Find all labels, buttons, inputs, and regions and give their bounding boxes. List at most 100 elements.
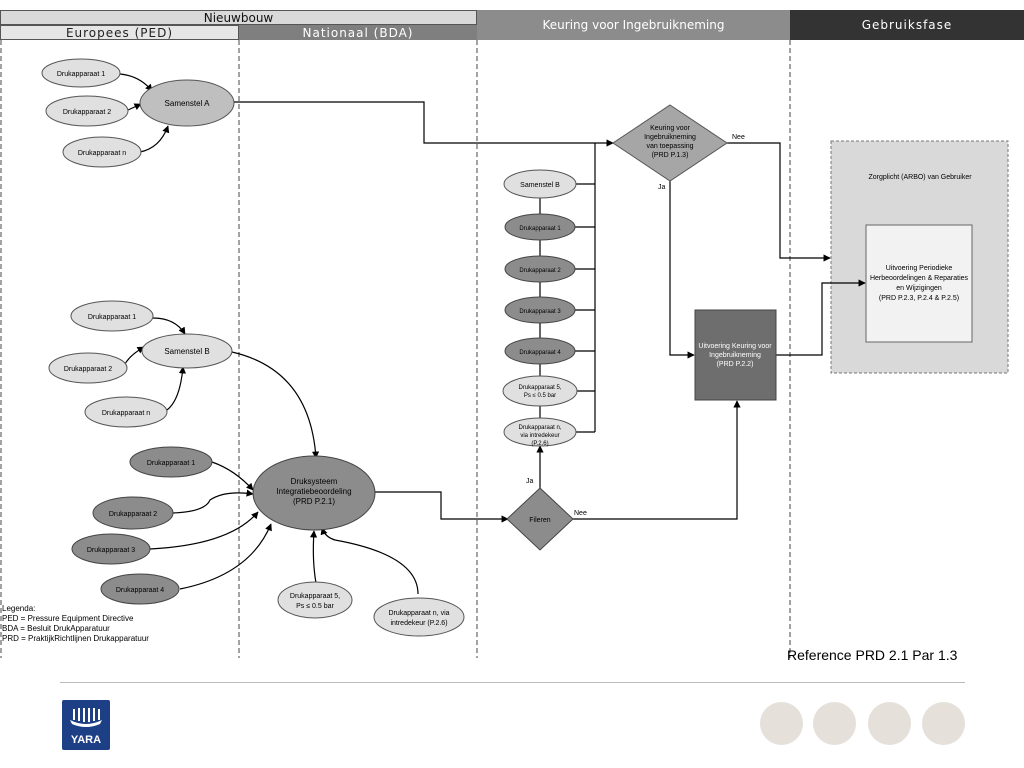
legend-prd: PRD = PraktijkRichtlijnen Drukapparatuur bbox=[2, 634, 149, 643]
label-c-drukapparaat-4: Drukapparaat 4 bbox=[116, 587, 164, 594]
uitvoering-periodiek-label-2: Herbeoordelingen & Reparaties bbox=[870, 275, 969, 282]
decision-keuring-ja: Ja bbox=[658, 184, 666, 191]
decorative-dot-2 bbox=[813, 702, 856, 745]
label-k-drukapparaat-5-l2: Ps ≤ 0.5 bar bbox=[524, 393, 556, 399]
label-samenstel-a: Samenstel A bbox=[165, 99, 211, 108]
ellipse-a-drukapparaat-n bbox=[62, 136, 142, 168]
uitvoering-keuring-l3: (PRD P.2.2) bbox=[717, 361, 754, 368]
header-keuring: Keuring voor Ingebruikneming bbox=[477, 10, 790, 40]
decision-keuring-l1: Keuring voor bbox=[650, 125, 690, 132]
label-c-drukapparaat-2: Drukapparaat 2 bbox=[109, 511, 157, 518]
uitvoering-periodiek-label-3: en Wijzigingen bbox=[896, 285, 942, 292]
lane-dividers bbox=[0, 40, 791, 658]
arrow-bn-samenstel bbox=[166, 366, 186, 411]
label-druksysteem-l2: Integratiebeoordeling bbox=[276, 487, 351, 496]
legend-bda: BDA = Besluit DrukApparatuur bbox=[2, 624, 110, 633]
keuring-column-collector bbox=[575, 143, 596, 433]
zorgplicht-title: Zorgplicht (ARBO) van Gebruiker bbox=[868, 174, 972, 181]
ellipse-samenstel-a bbox=[139, 79, 235, 127]
ellipse-b-drukapparaat-1 bbox=[70, 300, 154, 332]
decision-fileren-label: Fileren bbox=[529, 517, 551, 524]
arrow-a2-samenstel bbox=[127, 103, 142, 111]
yara-logo: YARA bbox=[62, 700, 110, 750]
decorative-dot-1 bbox=[760, 702, 803, 745]
label-a-drukapparaat-n: Drukapparaat n bbox=[78, 150, 126, 157]
label-c-drukapparaat-n-l1: Drukapparaat n, via bbox=[388, 610, 449, 617]
label-b-drukapparaat-2: Drukapparaat 2 bbox=[64, 366, 112, 373]
arrow-keuring-periodiek bbox=[776, 279, 866, 356]
label-c-drukapparaat-5-l1: Drukapparaat 5, bbox=[290, 593, 340, 600]
arrow-c2-druksysteem bbox=[171, 489, 254, 514]
arrow-cn-druksysteem bbox=[320, 527, 419, 595]
decision-keuring-l3: van toepassing bbox=[646, 143, 693, 150]
arrow-c5-druksysteem bbox=[309, 530, 318, 584]
ellipse-a-drukapparaat-2 bbox=[45, 95, 129, 127]
arrow-samenstel-b-druksysteem bbox=[231, 351, 320, 459]
ellipse-k-drukapparaat-3 bbox=[504, 296, 576, 324]
ellipse-samenstel-b bbox=[141, 333, 233, 369]
label-druksysteem-l3: (PRD P.2.1) bbox=[293, 497, 335, 506]
ellipse-k-drukapparaat-5 bbox=[502, 375, 578, 407]
arrow-c4-druksysteem bbox=[179, 523, 272, 590]
decision-fileren bbox=[506, 487, 574, 551]
ellipse-k-drukapparaat-n bbox=[503, 417, 577, 447]
arrow-samenstel-a-decision bbox=[234, 101, 614, 147]
ellipse-a-drukapparaat-1 bbox=[41, 58, 121, 88]
arrow-a1-samenstel bbox=[119, 73, 153, 92]
decision-fileren-ja: Ja bbox=[526, 478, 534, 485]
arrow-b2-samenstel bbox=[124, 346, 145, 365]
header-gebruiksfase: Gebruiksfase bbox=[790, 10, 1024, 40]
reference-text: Reference PRD 2.1 Par 1.3 bbox=[787, 647, 958, 663]
label-druksysteem-l1: Druksysteem bbox=[291, 477, 338, 486]
label-a-drukapparaat-2: Drukapparaat 2 bbox=[63, 109, 111, 116]
ellipse-c-drukapparaat-n bbox=[373, 597, 465, 637]
uitvoering-keuring-l1: Uitvoering Keuring voor bbox=[698, 343, 772, 350]
label-k-drukapparaat-2: Drukapparaat 2 bbox=[519, 268, 561, 274]
arrow-b1-samenstel bbox=[152, 317, 186, 335]
ellipse-c-drukapparaat-4 bbox=[100, 573, 180, 605]
viking-ship-icon bbox=[70, 708, 102, 727]
label-k-drukapparaat-4: Drukapparaat 4 bbox=[519, 350, 561, 356]
ellipse-k-drukapparaat-4 bbox=[504, 337, 576, 365]
label-k-drukapparaat-n-l2: via intredekeur bbox=[520, 433, 559, 439]
label-k-drukapparaat-n-l1: Drukapparaat n, bbox=[518, 425, 561, 431]
decision-keuring bbox=[612, 104, 728, 182]
connectors bbox=[119, 73, 866, 595]
header-nieuwbouw: Nieuwbouw bbox=[0, 10, 477, 25]
label-b-drukapparaat-1: Drukapparaat 1 bbox=[88, 314, 136, 321]
arrow-fileren-nee bbox=[573, 400, 741, 520]
ellipse-b-drukapparaat-n bbox=[84, 396, 168, 428]
legend: Legenda: PED = Pressure Equipment Direct… bbox=[2, 604, 149, 644]
label-a-drukapparaat-1: Drukapparaat 1 bbox=[57, 71, 105, 78]
label-k-drukapparaat-5-l1: Drukapparaat 5, bbox=[518, 385, 561, 391]
ellipse-c-drukapparaat-5 bbox=[277, 581, 353, 619]
lane-europees: Europees (PED) bbox=[0, 25, 239, 40]
uitvoering-keuring-l2: Ingebruikneming bbox=[709, 352, 761, 359]
ellipse-b-drukapparaat-2 bbox=[48, 352, 128, 384]
label-k-drukapparaat-1: Drukapparaat 1 bbox=[519, 226, 561, 232]
label-c-drukapparaat-n-l2: intredekeur (P.2.6) bbox=[390, 620, 447, 627]
label-k-drukapparaat-n-l3: (P.2.6) bbox=[531, 441, 548, 447]
arrow-c1-druksysteem bbox=[211, 461, 254, 491]
logo-text: YARA bbox=[70, 734, 102, 746]
legend-title: Legenda: bbox=[2, 604, 36, 613]
decorative-dot-4 bbox=[922, 702, 965, 745]
label-samenstel-b: Samenstel B bbox=[164, 347, 209, 356]
flow-diagram: Zorgplicht (ARBO) van Gebruiker Uitvoeri… bbox=[0, 40, 1009, 658]
ellipse-k-samenstel-b bbox=[503, 169, 577, 199]
ellipse-druksysteem bbox=[252, 455, 376, 531]
label-c-drukapparaat-5-l2: Ps ≤ 0.5 bar bbox=[296, 603, 334, 610]
arrow-c3-druksysteem bbox=[149, 511, 259, 550]
label-k-samenstel-b: Samenstel B bbox=[520, 182, 560, 189]
decision-keuring-nee: Nee bbox=[732, 134, 745, 141]
arrow-keuring-ja bbox=[669, 181, 695, 359]
ellipse-k-drukapparaat-2 bbox=[504, 255, 576, 283]
ellipse-k-drukapparaat-1 bbox=[504, 213, 576, 241]
uitvoering-periodiek-label-4: (PRD P.2.3, P.2.4 & P.2.5) bbox=[879, 295, 959, 302]
ellipse-c-drukapparaat-3 bbox=[71, 533, 151, 565]
decorative-dot-3 bbox=[868, 702, 911, 745]
decision-fileren-nee: Nee bbox=[574, 510, 587, 517]
legend-ped: PED = Pressure Equipment Directive bbox=[2, 614, 134, 623]
arrow-an-samenstel bbox=[139, 125, 170, 153]
uitvoering-keuring-box bbox=[694, 309, 777, 401]
